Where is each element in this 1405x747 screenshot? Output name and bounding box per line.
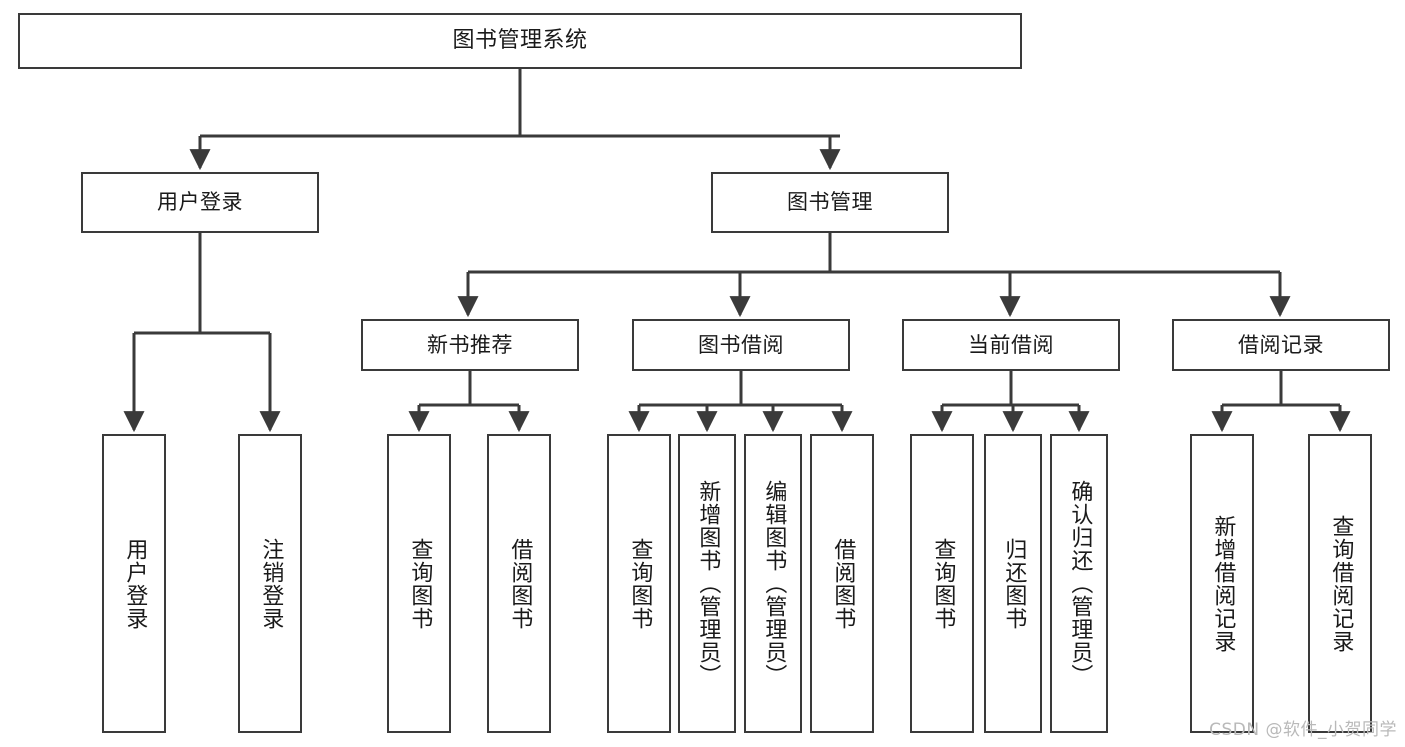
- node-current-borrow[interactable]: 当前借阅: [902, 319, 1120, 371]
- node-leaf-borrow-book-2[interactable]: 借阅图书: [810, 434, 874, 733]
- node-borrow-record-label: 借阅记录: [1238, 332, 1324, 357]
- node-leaf-confirm-return-label: 确认归还（管理员）: [1067, 480, 1093, 687]
- node-book-borrow[interactable]: 图书借阅: [632, 319, 850, 371]
- node-leaf-logout[interactable]: 注销登录: [238, 434, 302, 733]
- node-book-manage[interactable]: 图书管理: [711, 172, 949, 233]
- node-leaf-add-book[interactable]: 新增图书（管理员）: [678, 434, 736, 733]
- node-leaf-user-login[interactable]: 用户登录: [102, 434, 166, 733]
- csdn-watermark: CSDN @软件_小贺同学: [1209, 720, 1397, 740]
- node-root[interactable]: 图书管理系统: [18, 13, 1022, 69]
- node-leaf-query-book-2[interactable]: 查询图书: [607, 434, 671, 733]
- node-leaf-add-book-label: 新增图书（管理员）: [695, 480, 721, 687]
- node-leaf-query-book-2-label: 查询图书: [627, 537, 653, 630]
- node-book-borrow-label: 图书借阅: [698, 332, 784, 357]
- node-leaf-query-book-3[interactable]: 查询图书: [910, 434, 974, 733]
- node-leaf-query-record[interactable]: 查询借阅记录: [1308, 434, 1372, 733]
- node-leaf-add-record[interactable]: 新增借阅记录: [1190, 434, 1254, 733]
- node-leaf-query-book-1[interactable]: 查询图书: [387, 434, 451, 733]
- node-leaf-return-book[interactable]: 归还图书: [984, 434, 1042, 733]
- node-new-book-rec-label: 新书推荐: [427, 332, 513, 357]
- node-leaf-confirm-return[interactable]: 确认归还（管理员）: [1050, 434, 1108, 733]
- node-leaf-logout-label: 注销登录: [258, 537, 284, 630]
- node-leaf-return-book-label: 归还图书: [1001, 537, 1027, 630]
- node-book-manage-label: 图书管理: [787, 190, 873, 215]
- node-leaf-query-book-3-label: 查询图书: [930, 537, 956, 630]
- node-new-book-rec[interactable]: 新书推荐: [361, 319, 579, 371]
- node-leaf-borrow-book-1[interactable]: 借阅图书: [487, 434, 551, 733]
- node-leaf-borrow-book-2-label: 借阅图书: [830, 537, 856, 630]
- node-leaf-query-record-label: 查询借阅记录: [1328, 514, 1354, 653]
- node-leaf-borrow-book-1-label: 借阅图书: [507, 537, 533, 630]
- node-leaf-add-record-label: 新增借阅记录: [1210, 514, 1236, 653]
- node-leaf-edit-book[interactable]: 编辑图书（管理员）: [744, 434, 802, 733]
- node-leaf-user-login-label: 用户登录: [122, 537, 148, 630]
- node-borrow-record[interactable]: 借阅记录: [1172, 319, 1390, 371]
- node-leaf-edit-book-label: 编辑图书（管理员）: [761, 480, 787, 687]
- node-user-login[interactable]: 用户登录: [81, 172, 319, 233]
- node-current-borrow-label: 当前借阅: [968, 332, 1054, 357]
- node-user-login-label: 用户登录: [157, 190, 243, 215]
- node-leaf-query-book-1-label: 查询图书: [407, 537, 433, 630]
- node-root-label: 图书管理系统: [452, 28, 588, 54]
